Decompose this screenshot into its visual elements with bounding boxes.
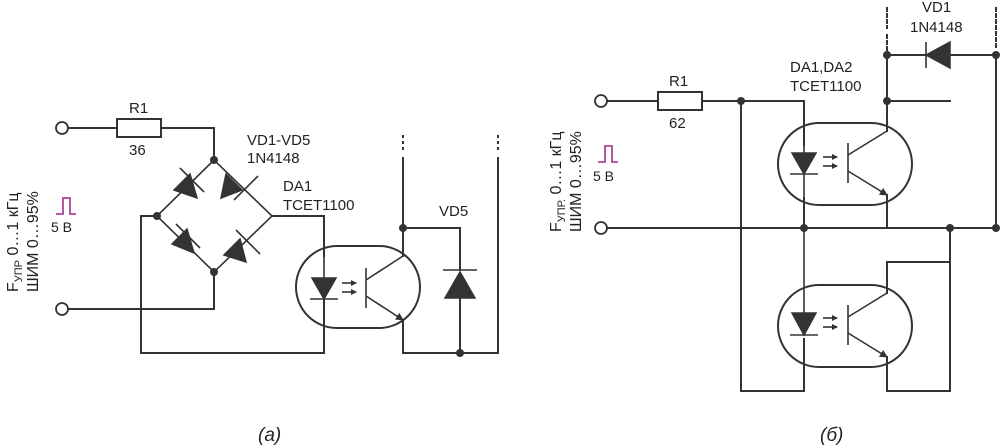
svg-text:FУПР. 0…1 кГц: FУПР. 0…1 кГц bbox=[548, 131, 568, 232]
input-label-b-sub: УПР. bbox=[556, 199, 568, 222]
optocoupler-da2 bbox=[777, 228, 913, 368]
pulse-icon-a bbox=[56, 197, 76, 215]
resistor-r1-b bbox=[657, 91, 703, 111]
bridge-type-a: 1N4148 bbox=[247, 150, 300, 167]
opto-type-a: TCET1100 bbox=[283, 197, 354, 214]
pulse-label-a: 5 В bbox=[51, 219, 72, 235]
bridge-diode-4 bbox=[222, 229, 261, 264]
input-terminal-top-b bbox=[594, 94, 608, 108]
wire-a-3 bbox=[67, 271, 215, 310]
bridge-outline-a bbox=[155, 158, 274, 274]
r1-value-a: 36 bbox=[129, 142, 146, 159]
wire-b-3 bbox=[740, 100, 805, 392]
wire-b-9 bbox=[886, 54, 997, 229]
input-label-a-rest: 0…1 кГц bbox=[5, 192, 22, 260]
r1-value-b: 62 bbox=[669, 115, 686, 132]
wire-a-4 bbox=[140, 215, 325, 354]
input-label-b-rest: 0…1 кГц bbox=[548, 131, 565, 199]
pulse-label-b: 5 В bbox=[593, 168, 614, 184]
node-b-6 bbox=[946, 224, 954, 232]
opto-type-b: TCET1100 bbox=[790, 78, 861, 95]
bridge-diode-1 bbox=[172, 167, 205, 200]
resistor-r1-a bbox=[116, 118, 162, 138]
diode-type-b: 1N4148 bbox=[910, 19, 963, 36]
node-b-3 bbox=[883, 97, 891, 105]
node-b-4 bbox=[883, 51, 891, 59]
r1-name-b: R1 bbox=[669, 73, 688, 90]
r1-name-a: R1 bbox=[129, 100, 148, 117]
svg-text:FУПР 0…1 кГц: FУПР 0…1 кГц bbox=[5, 192, 25, 292]
wire-a-6 bbox=[402, 227, 461, 271]
optocoupler-a bbox=[295, 245, 421, 329]
diode-vd1-b bbox=[924, 40, 951, 70]
input-label-a-line2: ШИМ 0…95% bbox=[25, 191, 42, 292]
input-terminal-top-a bbox=[55, 121, 69, 135]
diode-name-a: VD5 bbox=[439, 203, 468, 220]
circuit-b: FУПР. 0…1 кГц ШИМ 0…95% 5 В R1 62 DA1,DA… bbox=[548, 0, 1000, 446]
diode-vd5 bbox=[443, 269, 477, 299]
input-label-b-main: F bbox=[548, 222, 565, 232]
input-label-b-line2: ШИМ 0…95% bbox=[568, 131, 585, 232]
input-label-a: FУПР 0…1 кГц ШИМ 0…95% bbox=[5, 191, 42, 292]
caption-a: (а) bbox=[258, 425, 281, 446]
input-label-a-main: F bbox=[5, 282, 22, 292]
input-label-a-sub: УПР bbox=[13, 260, 25, 282]
circuit-a: FУПР 0…1 кГц ШИМ 0…95% 5 В R1 36 bbox=[5, 100, 499, 446]
wire-a-7 bbox=[402, 319, 499, 354]
opto-name-a: DA1 bbox=[283, 178, 312, 195]
opto-name-b: DA1,DA2 bbox=[790, 59, 853, 76]
input-label-b: FУПР. 0…1 кГц ШИМ 0…95% bbox=[548, 131, 585, 232]
wire-b-8 bbox=[886, 261, 951, 392]
node-b-5 bbox=[992, 51, 1000, 59]
wire-a-5 bbox=[271, 215, 325, 257]
diode-name-b: VD1 bbox=[922, 0, 951, 16]
optocoupler-da1 bbox=[777, 122, 913, 206]
node-a-1 bbox=[210, 156, 218, 164]
node-a-4 bbox=[399, 224, 407, 232]
wire-b-2 bbox=[701, 100, 805, 146]
bridge-diode-2 bbox=[219, 172, 259, 201]
bridge-name-a: VD1-VD5 bbox=[247, 132, 310, 149]
bridge-diode-3 bbox=[170, 223, 201, 255]
caption-b: (б) bbox=[820, 425, 843, 446]
input-terminal-bottom-a bbox=[55, 302, 69, 316]
node-b-7 bbox=[992, 224, 1000, 232]
wire-a-2 bbox=[160, 127, 215, 161]
pulse-icon-b bbox=[598, 145, 618, 163]
node-a-5 bbox=[456, 349, 464, 357]
input-terminal-bottom-b bbox=[594, 221, 608, 235]
